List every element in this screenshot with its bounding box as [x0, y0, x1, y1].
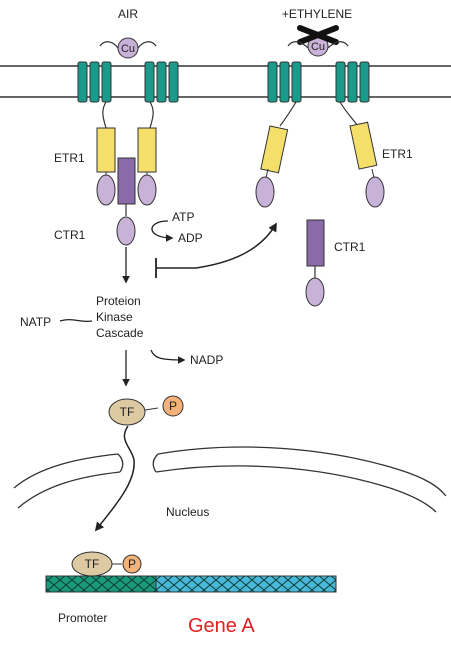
- p-label-top: P: [169, 399, 177, 413]
- cell-membrane: [0, 65, 451, 98]
- nadp-arrow: [150, 349, 186, 364]
- nadp-label: NADP: [190, 353, 223, 367]
- etr1-label-right: ETR1: [382, 147, 413, 161]
- receptor-air: Cu: [77, 37, 179, 246]
- transmembrane-helices-right: [267, 61, 370, 103]
- etr1-box-right-b: [349, 121, 378, 170]
- etr1-label-left: ETR1: [54, 151, 85, 165]
- ctr1-body-left: [117, 157, 136, 205]
- ethylene-x-icon: [297, 25, 339, 45]
- etr1-box-left-a: [96, 127, 116, 173]
- cascade-line1: Proteion: [96, 294, 141, 308]
- atp-label: ATP: [172, 210, 194, 224]
- cascade-line3: Cascade: [96, 326, 144, 340]
- nuclear-envelope: [13, 446, 447, 513]
- receptor-ethylene: Cu: [255, 25, 385, 208]
- phosphate-top: [162, 395, 184, 417]
- gene-label: Gene A: [188, 615, 255, 637]
- nucleus-label: Nucleus: [166, 505, 209, 519]
- phosphate-bottom: [122, 554, 142, 574]
- etr1-box-left-b: [137, 127, 157, 173]
- ctr1-lobe-right: [305, 277, 325, 307]
- promoter-label: Promoter: [58, 611, 107, 625]
- air-label: AIR: [118, 7, 138, 21]
- ctr1-label-left: CTR1: [54, 228, 86, 242]
- tf-label-top: TF: [120, 405, 135, 419]
- transmembrane-helices-left: [77, 61, 179, 103]
- cu-label-left: Cu: [121, 43, 135, 55]
- transcription-factor-top: TF P: [108, 395, 184, 426]
- natp-line: [59, 318, 93, 323]
- etr1-box-right-a: [260, 125, 289, 174]
- ethylene-label: +ETHYLENE: [282, 7, 352, 21]
- p-label-bottom: P: [128, 557, 136, 571]
- dna-strand: [45, 575, 337, 593]
- tf-label-bottom: TF: [85, 557, 100, 571]
- ctr1-body-right: [306, 219, 325, 267]
- natp-label: NATP: [20, 315, 51, 329]
- ctr1-label-right: CTR1: [334, 240, 366, 254]
- ctr1-free: [305, 219, 325, 307]
- cu-label-right: Cu: [311, 41, 325, 53]
- atp-adp-arrow: [151, 220, 174, 242]
- adp-label: ADP: [178, 231, 203, 245]
- ethylene-release-arrow: [156, 222, 277, 269]
- transcription-factor-bound: TF P: [71, 551, 142, 577]
- tf-import-arrow: [94, 425, 135, 532]
- ctr1-lobe-left: [116, 216, 136, 246]
- cascade-line2: Kinase: [96, 310, 133, 324]
